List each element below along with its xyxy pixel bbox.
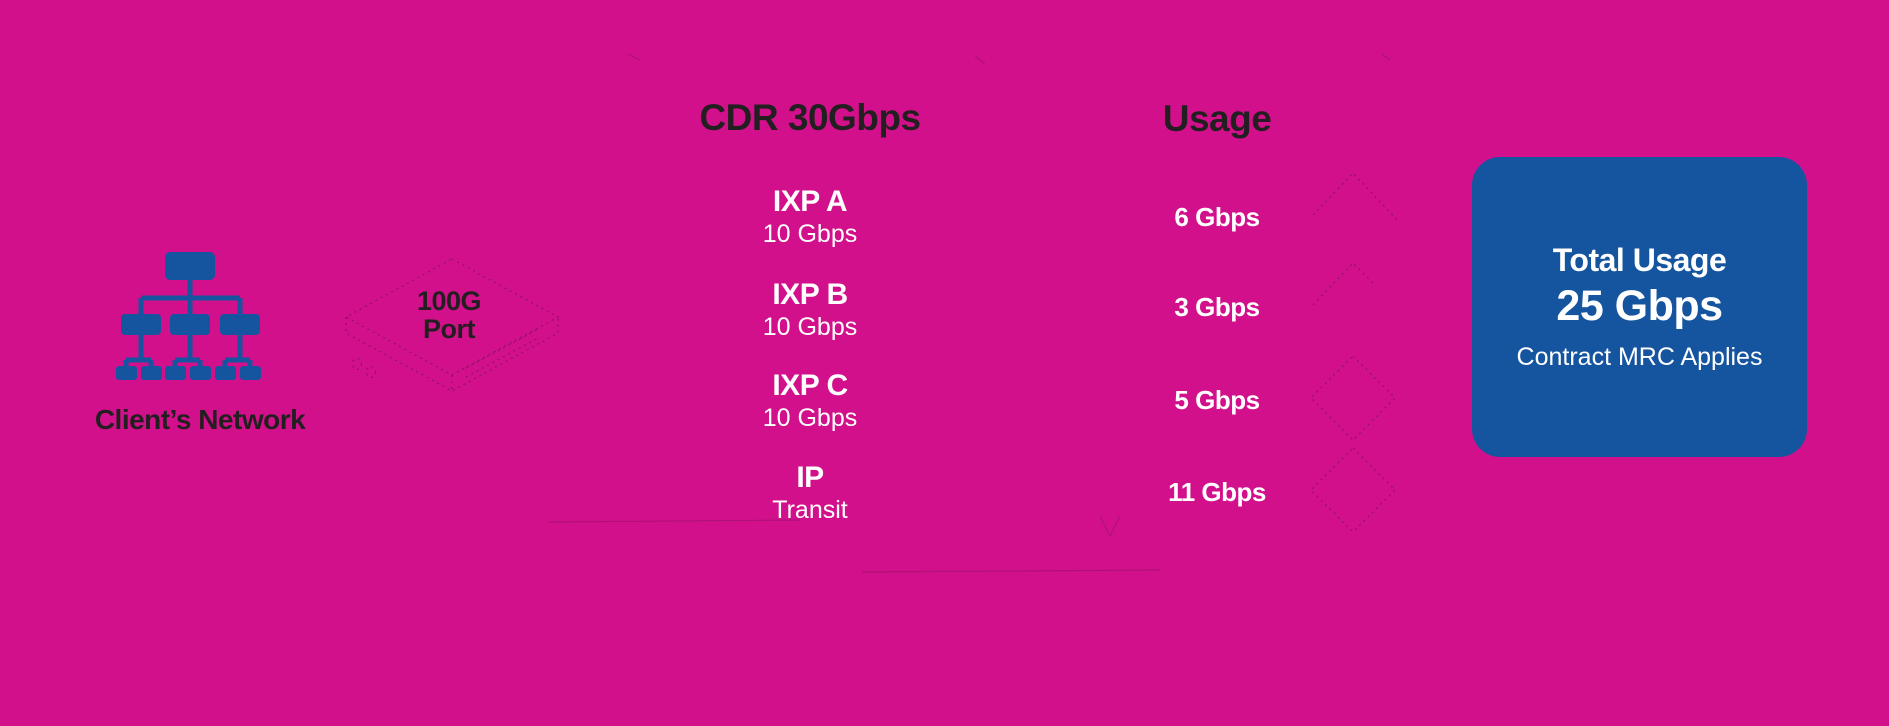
switch-outline-icon — [344, 258, 560, 392]
cdr-row-ixp-b: IXP B 10 Gbps — [660, 278, 960, 342]
hairline-decor — [547, 53, 1391, 573]
cdr-item-name: IXP C — [772, 369, 848, 402]
cdr-title: CDR 30Gbps — [699, 97, 921, 138]
port-label-line1: 100G — [416, 286, 482, 316]
cdr-item-name: IP — [796, 461, 824, 494]
cdr-item-capacity: 10 Gbps — [762, 313, 858, 341]
usage-value-ip-transit: 11 Gbps — [1168, 477, 1266, 507]
port-label: 100G Port — [369, 287, 529, 343]
total-usage-title: Total Usage — [1552, 242, 1727, 278]
cdr-item-name: IXP B — [772, 278, 848, 311]
total-usage-panel: Total Usage 25 Gbps Contract MRC Applies — [1472, 157, 1807, 457]
client-network-icon — [116, 252, 261, 380]
cdr-row-ixp-c: IXP C 10 Gbps — [660, 369, 960, 433]
usage-value-ixp-c: 5 Gbps — [1174, 385, 1260, 415]
cdr-item-capacity: Transit — [772, 496, 848, 524]
port-label-line2: Port — [423, 314, 476, 344]
client-network-label: Client’s Network — [94, 404, 306, 435]
cdr-row-ixp-a: IXP A 10 Gbps — [660, 185, 960, 249]
usage-value-ixp-a: 6 Gbps — [1174, 202, 1260, 232]
cdr-item-capacity: 10 Gbps — [762, 220, 858, 248]
total-usage-note: Contract MRC Applies — [1516, 343, 1763, 371]
cdr-row-ip-transit: IP Transit — [660, 461, 960, 525]
cdr-item-capacity: 10 Gbps — [762, 404, 858, 432]
diamond-chain-decor — [1310, 172, 1400, 533]
total-usage-value: 25 Gbps — [1556, 282, 1723, 330]
cdr-item-name: IXP A — [772, 185, 848, 218]
usage-value-ixp-b: 3 Gbps — [1174, 292, 1260, 322]
usage-title: Usage — [1162, 98, 1272, 139]
